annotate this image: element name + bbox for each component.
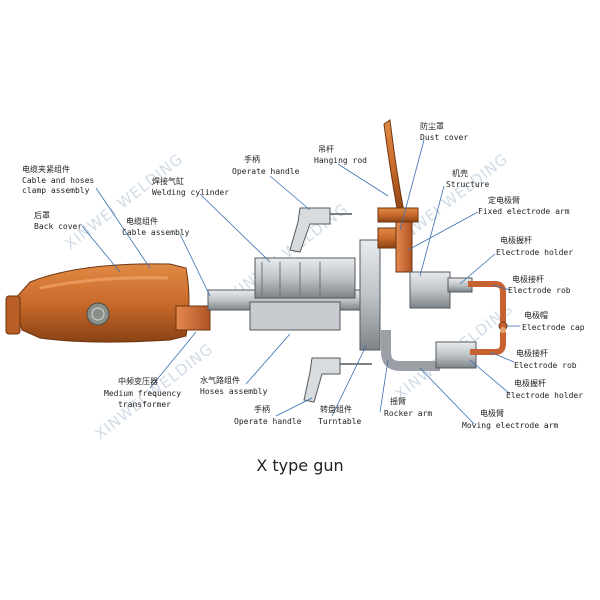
label-cable-assembly: 电缆组件 Cable assembly [122,216,190,237]
label-zh: 后罩 [34,210,50,220]
hanging-rod-part [383,119,405,215]
label-transformer: 中频变压器 Medium frequency transformer [104,376,181,409]
label-zh: 手柄 [244,154,260,164]
structure-part [409,271,451,309]
leader-hoses-assembly [245,333,291,385]
label-structure: 机壳 Structure [446,168,490,189]
label-rocker-arm: 摇臂 Rocker arm [384,396,432,418]
label-zh: 焊接气缸 [152,176,184,186]
label-en: Electrode holder [506,391,583,400]
label-dust-cover: 防尘罩 Dust cover [420,121,468,142]
leader-back-cover [81,225,121,273]
label-en: Moving electrode arm [462,421,559,430]
leader-structure [419,185,445,277]
leader-operate-handle-bottom [275,397,313,417]
electrode-arms [381,277,508,371]
label-operate-handle-bottom: 手柄 Operate handle [234,404,302,426]
label-moving-electrode-arm: 电极臂 Moving electrode arm [462,408,559,430]
label-welding-cylinder: 焊接气缸 Welding cylinder [152,176,229,197]
logo-emblem [86,302,110,326]
label-zh: 防尘罩 [420,121,444,131]
label-en: Cable assembly [122,228,190,237]
label-zh: 机壳 [452,168,468,178]
leader-hanging-rod [337,163,389,197]
label-en: Operate handle [232,167,300,176]
leader-cable-clamp [95,187,151,269]
leader-cable-assembly [179,233,211,297]
label-electrode-rob-top: 电极接杆 Electrode rob [508,274,571,295]
label-en: Medium frequency [104,389,181,398]
label-en: Dust cover [420,133,468,142]
label-en: Turntable [318,417,362,426]
leader-rocker-arm [379,359,389,413]
label-en: Fixed electrode arm [478,207,570,216]
label-turntable: 转盘组件 Turntable [318,404,362,426]
label-zh: 电极帽 [524,310,548,320]
leader-electrode-holder-top [459,253,496,285]
label-en: Electrode cap [522,323,585,332]
label-electrode-cap: 电极帽 Electrode cap [522,310,585,332]
label-zh: 定电极臂 [488,195,520,205]
label-electrode-holder-top: 电极握杆 Electrode holder [496,235,573,257]
label-zh: 水气路组件 [200,375,240,385]
leader-moving-electrode-arm [419,367,475,425]
leader-electrode-holder-bottom [469,359,511,395]
label-zh: 吊杆 [318,144,334,154]
label-en-2: transformer [118,400,171,409]
label-en: Structure [446,180,490,189]
label-fixed-electrode-arm: 定电极臂 Fixed electrode arm [478,195,570,216]
leader-welding-cylinder [199,193,271,263]
leader-fixed-electrode-arm [407,211,479,251]
label-en: Hanging rod [314,156,367,165]
label-zh: 电极握杆 [514,378,546,388]
gun-frame [207,119,451,351]
transformer-body [5,263,211,343]
label-electrode-holder-bottom: 电极握杆 Electrode holder [506,378,583,400]
label-zh: 电极接杆 [516,348,548,358]
label-en-2: clamp assembly [22,186,90,195]
leader-transformer [149,331,197,389]
leader-lines [81,139,520,425]
label-zh: 电极接杆 [512,274,544,284]
label-hanging-rod: 吊杆 Hanging rod [314,144,367,165]
label-en: Electrode rob [514,361,577,370]
label-zh: 手柄 [254,404,270,414]
label-cable-hoses-clamp: 电缆夹紧组件 Cable and hoses clamp assembly [22,164,94,195]
label-zh: 电缆组件 [126,216,158,226]
label-operate-handle-top: 手柄 Operate handle [232,154,300,176]
label-back-cover: 后罩 Back cover [34,210,82,231]
label-en: Electrode rob [508,286,571,295]
label-en: Operate handle [234,417,302,426]
label-zh: 摇臂 [390,396,406,406]
label-en: Rocker arm [384,409,432,418]
diagram-caption: X type gun [256,456,344,475]
leader-operate-handle-top [269,175,311,211]
label-zh: 电极臂 [480,408,504,418]
label-hoses-assembly: 水气路组件 Hoses assembly [200,375,268,396]
label-zh: 转盘组件 [320,404,352,414]
label-en: Cable and hoses [22,176,94,185]
label-zh: 电极握杆 [500,235,532,245]
leader-electrode-rob-bottom [489,351,515,363]
label-zh: 电缆夹紧组件 [22,164,70,174]
label-en: Welding cylinder [152,188,229,197]
welding-cylinder-part [254,257,356,299]
label-en: Back cover [34,222,82,231]
operate-handle-top-part [289,207,352,253]
label-electrode-rob-bottom: 电极接杆 Electrode rob [514,348,577,370]
operate-handle-bottom-part [303,357,372,403]
turntable-part [359,239,381,351]
leader-dust-cover [399,139,425,231]
label-en: Hoses assembly [200,387,268,396]
watermark-text-1: XINWEI WELDING [61,150,186,253]
leader-electrode-rob-top [491,284,511,291]
leader-turntable [331,345,367,417]
label-zh: 中频变压器 [118,376,158,386]
label-en: Electrode holder [496,248,573,257]
